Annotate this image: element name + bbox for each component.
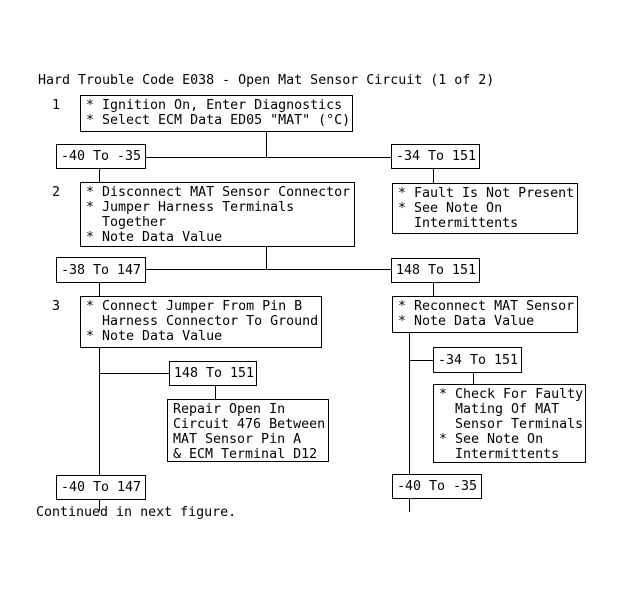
page-title: Hard Trouble Code E038 - Open Mat Sensor… [38,73,495,88]
range-label-text: -40 To 147 [61,480,142,495]
check-line: Mating Of MAT [439,402,560,417]
step1-line: * Ignition On, Enter Diagnostics [86,98,343,113]
range-label-level2-right: 148 To 151 [391,258,480,283]
fault-line: * See Note On [398,201,503,216]
connector-step1-down [266,132,267,157]
check-line: * See Note On [439,432,544,447]
range-label-level1-right: -34 To 151 [391,144,480,169]
step3-line: * Note Data Value [86,329,223,344]
range-label-text: 148 To 151 [396,263,477,278]
range-label-bottom-right: -40 To -35 [392,474,482,499]
check-line: * Check For Faulty [439,387,584,402]
step2-line: * Note Data Value [86,230,223,245]
repair-line: Circuit 476 Between [173,417,326,432]
repair-line: Repair Open In [173,402,286,417]
step3-line: * Connect Jumper From Pin B [86,299,303,314]
step1-box: * Ignition On, Enter Diagnostics * Selec… [80,95,353,132]
connector-step3-spine [99,348,100,475]
range-label-repair-branch: 148 To 151 [169,361,257,386]
step2-box: * Disconnect MAT Sensor Connector * Jump… [80,182,355,247]
connector-label-check-down [473,373,474,384]
continued-note: Continued in next figure. [36,505,237,520]
connector-label1-right-down [433,169,434,183]
range-label-text: -40 To -35 [397,479,478,494]
fault-line: * Fault Is Not Present [398,186,575,201]
repair-circuit-box: Repair Open In Circuit 476 Between MAT S… [167,399,329,462]
step-number-2: 2 [52,185,61,200]
range-label-text: -34 To 151 [438,352,519,368]
repair-line: & ECM Terminal D12 [173,447,318,462]
step2-line: * Jumper Harness Terminals [86,200,295,215]
reconnect-line: * Reconnect MAT Sensor [398,299,575,314]
check-mating-box: * Check For Faulty Mating Of MAT Sensor … [433,384,586,463]
connector-step2-down [266,247,267,269]
repair-line: MAT Sensor Pin A [173,432,302,447]
connector-label1-left-down [99,169,100,182]
check-line: Intermittents [439,447,560,462]
connector-level2-horizontal [146,269,391,270]
range-label-check-branch: -34 To 151 [433,347,522,373]
range-label-bottom-left: -40 To 147 [56,475,146,500]
connector-level1-horizontal [146,157,391,158]
connector-bottom-right-tick [409,499,410,512]
range-label-level2-left: -38 To 147 [56,257,146,283]
connector-label2-left-down [99,283,100,296]
range-label-text: 148 To 151 [174,366,255,381]
connector-label-repair-down [215,386,216,399]
connector-label2-right-down [433,283,434,296]
range-label-text: -38 To 147 [61,262,142,278]
step2-line: * Disconnect MAT Sensor Connector [86,185,351,200]
step1-line: * Select ECM Data ED05 "MAT" (°C) [86,113,351,128]
step-number-1: 1 [52,98,61,113]
connector-bottom-left-tick [99,500,100,511]
step-number-3: 3 [52,299,61,314]
reconnect-sensor-box: * Reconnect MAT Sensor * Note Data Value [392,296,578,333]
fault-line: Intermittents [398,216,519,231]
step3-line: Harness Connector To Ground [86,314,319,329]
range-label-text: -40 To -35 [61,149,142,164]
reconnect-line: * Note Data Value [398,314,535,329]
connector-branch-check [409,360,433,361]
connector-branch-repair [99,373,169,374]
range-label-text: -34 To 151 [396,149,477,164]
connector-reconnect-spine [409,333,410,474]
range-label-level1-left: -40 To -35 [56,144,146,169]
step2-line: Together [86,215,167,230]
fault-not-present-box: * Fault Is Not Present * See Note On Int… [392,183,578,234]
step3-box: * Connect Jumper From Pin B Harness Conn… [80,296,322,348]
check-line: Sensor Terminals [439,417,584,432]
